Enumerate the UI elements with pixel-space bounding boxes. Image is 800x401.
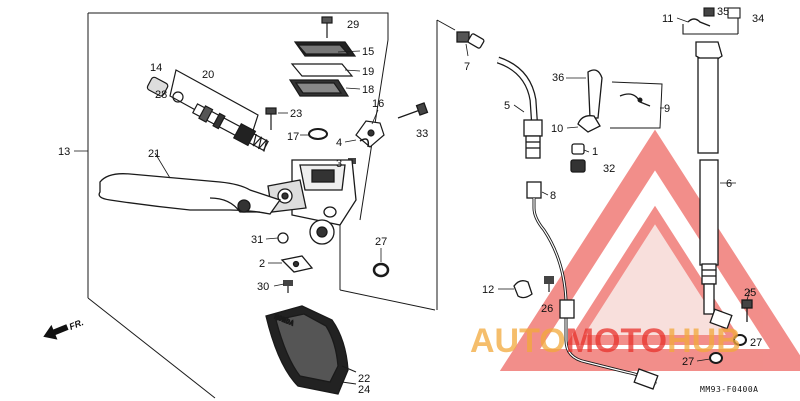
master-cylinder (267, 159, 357, 245)
callout-9: 9 (664, 103, 670, 115)
callout-23: 23 (290, 108, 302, 120)
callout-36: 36 (552, 72, 564, 84)
callout-1: 1 (592, 146, 598, 158)
callout-5: 5 (504, 100, 510, 112)
collar-32 (570, 159, 586, 173)
clip-4 (359, 138, 370, 148)
callout-29: 29 (347, 19, 359, 31)
callout-27-bottom: 27 (682, 356, 694, 368)
cover-22: HONDA (265, 305, 349, 395)
grommet-1 (571, 143, 585, 155)
callout-21: 21 (148, 148, 160, 160)
bleeder-7 (456, 31, 485, 49)
washer-27c (733, 334, 747, 346)
hose-6 (695, 41, 733, 330)
callout-18: 18 (362, 84, 374, 96)
watermark-text: AUTOMOTOHUB (470, 322, 741, 360)
callout-27-left: 27 (375, 236, 387, 248)
callout-7: 7 (464, 61, 470, 73)
callout-15: 15 (362, 46, 374, 58)
callouts: 29 15 19 18 14 20 28 23 16 17 4 3 13 21 … (58, 6, 764, 396)
hose-5 (496, 56, 543, 159)
brake-lever-21 (98, 173, 282, 215)
plate-19 (290, 63, 354, 77)
watermark-triangle-outer (499, 129, 800, 371)
nut-31 (277, 232, 289, 244)
watermark-text-moto: MOTO (566, 322, 667, 360)
callout-10: 10 (551, 123, 563, 135)
callout-12: 12 (482, 284, 494, 296)
callout-27-right: 27 (750, 337, 762, 349)
bolt-26 (544, 276, 554, 292)
callout-25: 25 (744, 287, 756, 299)
assembly-frame (87, 12, 456, 399)
callout-31: 31 (251, 234, 263, 246)
svg-text:AUTOMOTOHUB: AUTOMOTOHUB (470, 322, 741, 360)
leader-lines (74, 17, 751, 362)
leader-24 (341, 381, 357, 385)
callout-32: 32 (603, 163, 615, 175)
washer-27b (709, 352, 723, 364)
callout-34: 34 (752, 13, 764, 25)
bolt-33 (397, 102, 429, 119)
front-label: FR. (68, 317, 85, 332)
callout-33: 33 (416, 128, 428, 140)
piston-set (146, 69, 269, 152)
watermark-logo (499, 129, 800, 371)
screw-29-head (321, 16, 333, 24)
callout-11: 11 (662, 13, 673, 25)
front-arrow-icon (43, 324, 69, 340)
callout-17: 17 (287, 131, 299, 143)
callout-8: 8 (550, 190, 556, 202)
front-direction-indicator: FR. (43, 317, 85, 340)
boot-14 (146, 76, 169, 97)
clip-36 (587, 69, 603, 119)
callout-2: 2 (259, 258, 265, 270)
watermark-text-hub: HUB (667, 322, 741, 360)
callout-4: 4 (336, 137, 342, 149)
callout-14: 14 (150, 62, 162, 74)
leader-22 (341, 365, 357, 373)
callout-30: 30 (257, 281, 269, 293)
callout-28: 28 (155, 89, 167, 101)
screw-23 (265, 107, 277, 130)
bracket-10 (577, 115, 601, 133)
watermark-triangle-inner (565, 205, 745, 345)
bracket-9-group (610, 81, 663, 129)
callout-16: 16 (372, 98, 384, 110)
brake-pipe (526, 181, 659, 390)
callout-6: 6 (726, 178, 732, 190)
screw-30 (283, 280, 293, 293)
callout-35: 35 (717, 6, 729, 18)
callout-3: 3 (336, 158, 342, 170)
callout-26: 26 (541, 303, 553, 315)
reservoir-cap-stack (288, 16, 357, 97)
washer-27a (372, 262, 390, 278)
callout-22: 22 (358, 373, 370, 385)
figure-code: MM93-F0400A (700, 385, 758, 394)
callout-24: 24 (358, 384, 370, 396)
switch-16 (355, 120, 385, 148)
callout-19: 19 (362, 66, 374, 78)
seal-17 (308, 128, 328, 140)
callout-20: 20 (202, 69, 214, 81)
clamp-12 (513, 280, 533, 299)
watermark-text-auto: AUTO (470, 322, 566, 360)
bracket-2 (280, 255, 314, 273)
upper-bracket (682, 7, 741, 35)
callout-13: 13 (58, 146, 70, 158)
